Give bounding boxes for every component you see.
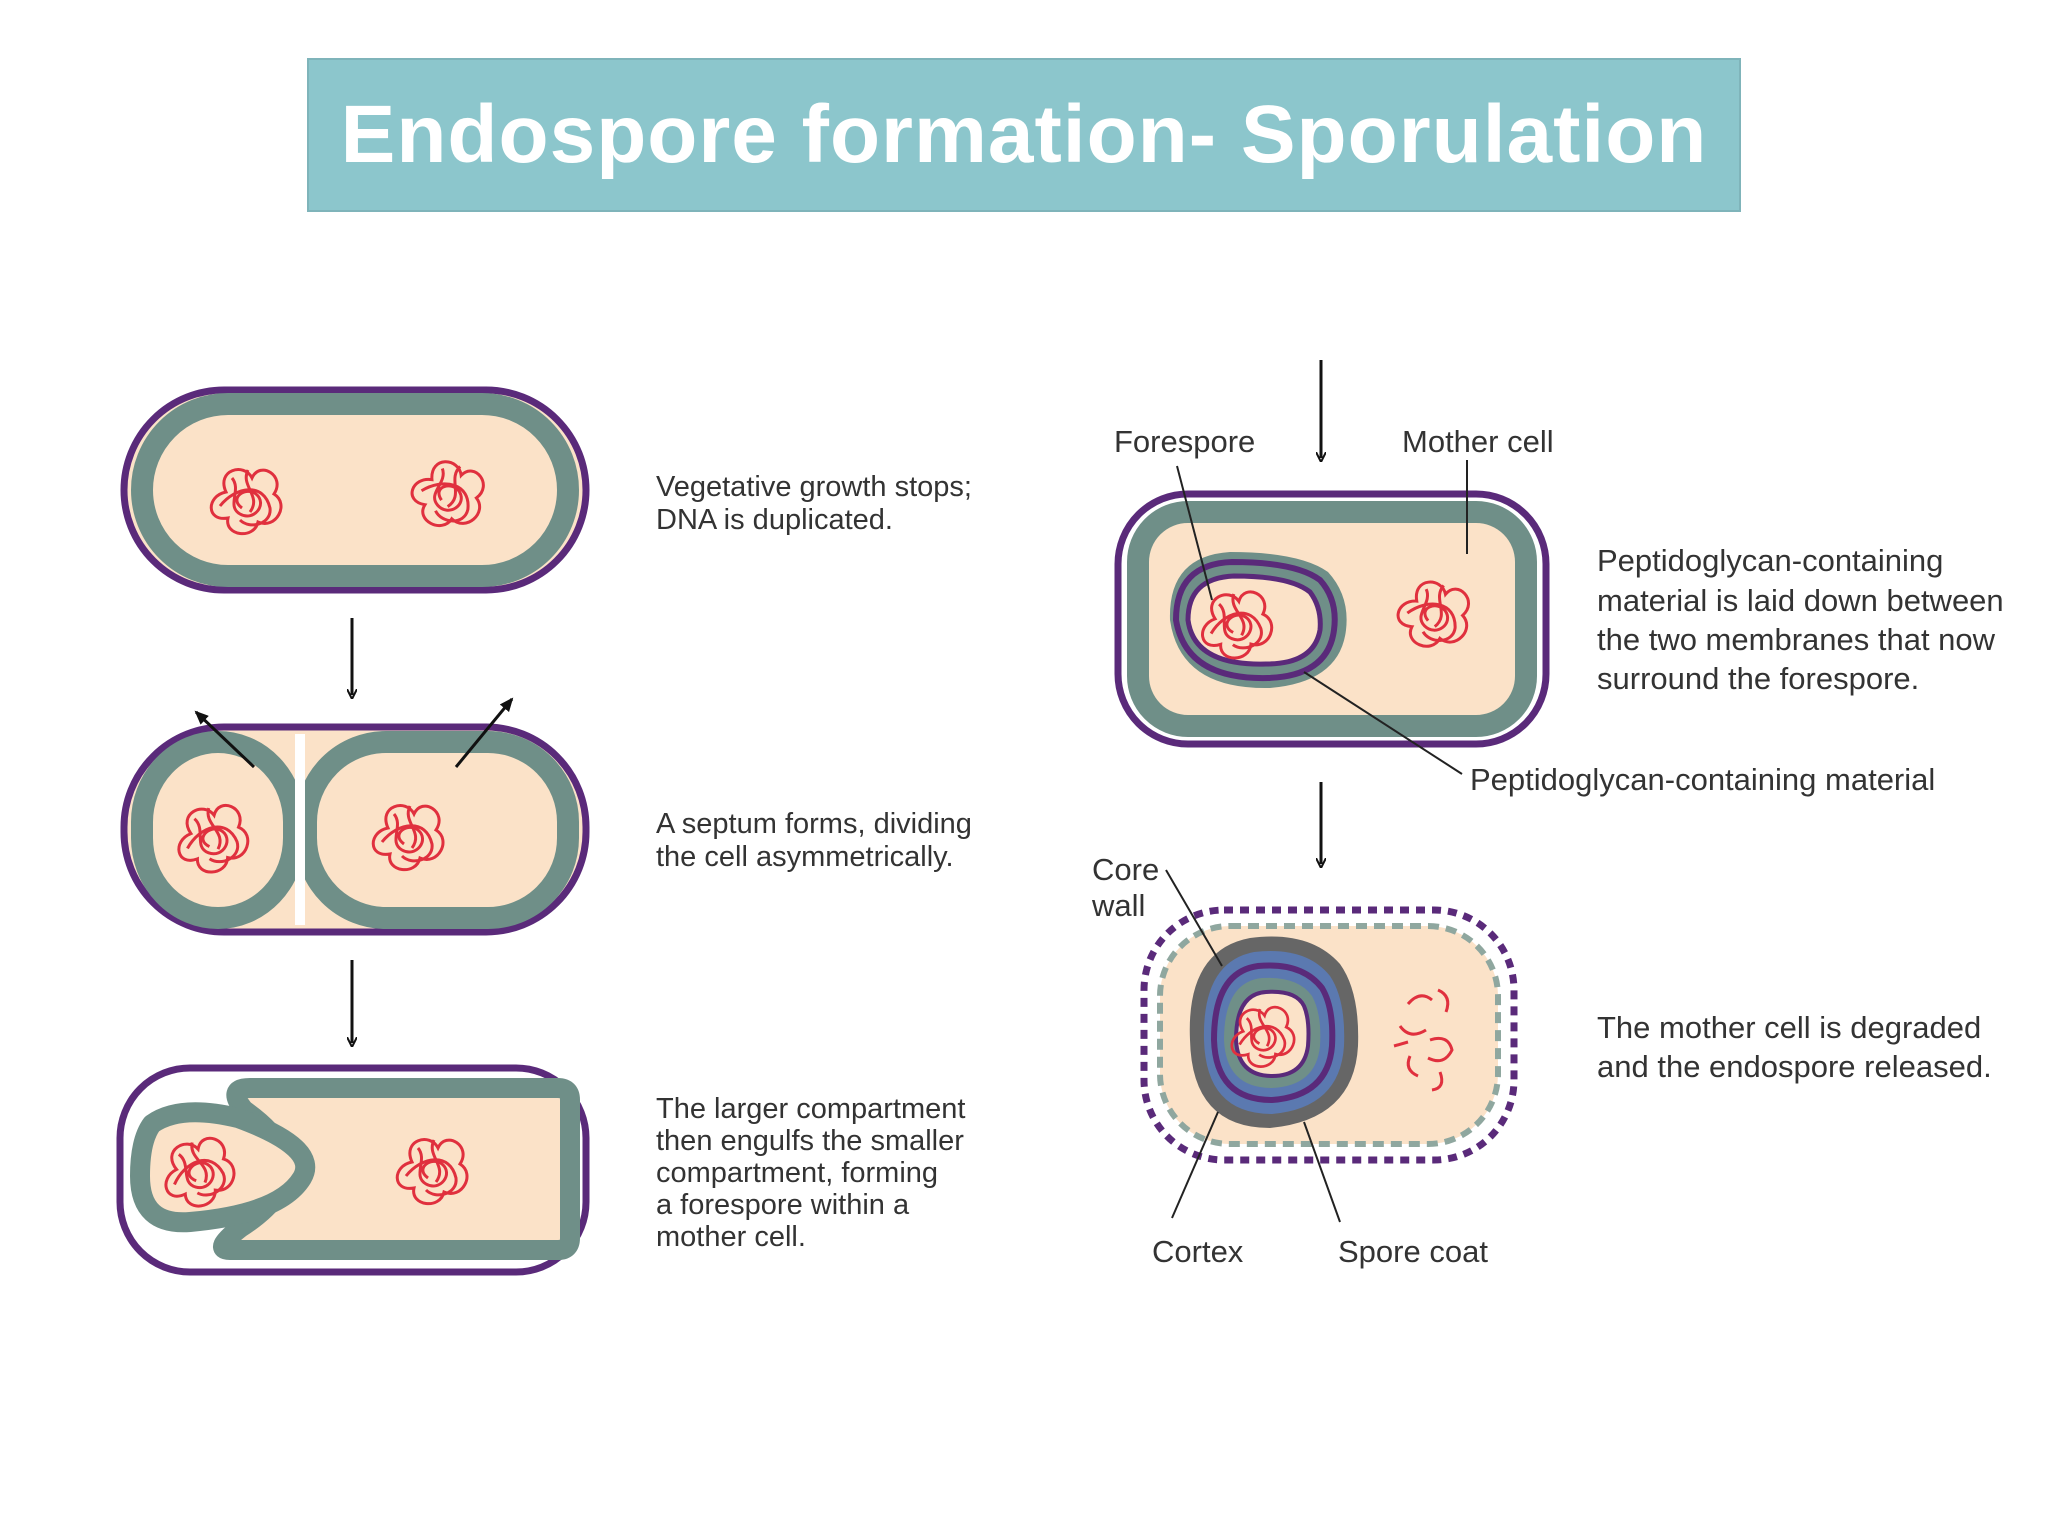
- leader-cortex: [1171, 1111, 1219, 1219]
- label-cortex: Cortex: [1152, 1234, 1244, 1269]
- label-forespore: Forespore: [1114, 424, 1255, 459]
- label-spore-coat: Spore coat: [1338, 1234, 1488, 1269]
- cell-step4: [1114, 490, 1550, 748]
- cell-step5: [1140, 906, 1518, 1164]
- step3-description: The larger compartment then engulfs the …: [656, 1093, 974, 1253]
- label-core-wall: Core wall: [1091, 852, 1168, 923]
- leader-peptidoglycan: [1303, 671, 1463, 775]
- label-peptidoglycan-material: Peptidoglycan-containing material: [1470, 762, 1935, 797]
- cell-step2: [120, 723, 590, 936]
- step2-description: A septum forms, dividing the cell asymme…: [656, 808, 980, 873]
- leader-core-wall: [1165, 869, 1223, 967]
- step1-description: Vegetative growth stops; DNA is duplicat…: [656, 471, 980, 536]
- page-title: Endospore formation- Sporulation: [340, 89, 1708, 180]
- title-banner: Endospore formation- Sporulation: [307, 58, 1741, 212]
- expansion-arrow-icon: [194, 710, 256, 769]
- step5-description: The mother cell is degraded and the endo…: [1597, 1010, 1992, 1084]
- degraded-dna: [1393, 988, 1454, 1092]
- leader-forespore: [1176, 465, 1213, 601]
- expansion-arrow-icon: [454, 697, 514, 768]
- cell-step3: [116, 1064, 590, 1276]
- step4-description: Peptidoglycan-containing material is lai…: [1597, 543, 2012, 696]
- label-mother-cell: Mother cell: [1402, 424, 1554, 459]
- leader-spore-coat: [1303, 1121, 1341, 1223]
- cell-step1: [120, 386, 590, 594]
